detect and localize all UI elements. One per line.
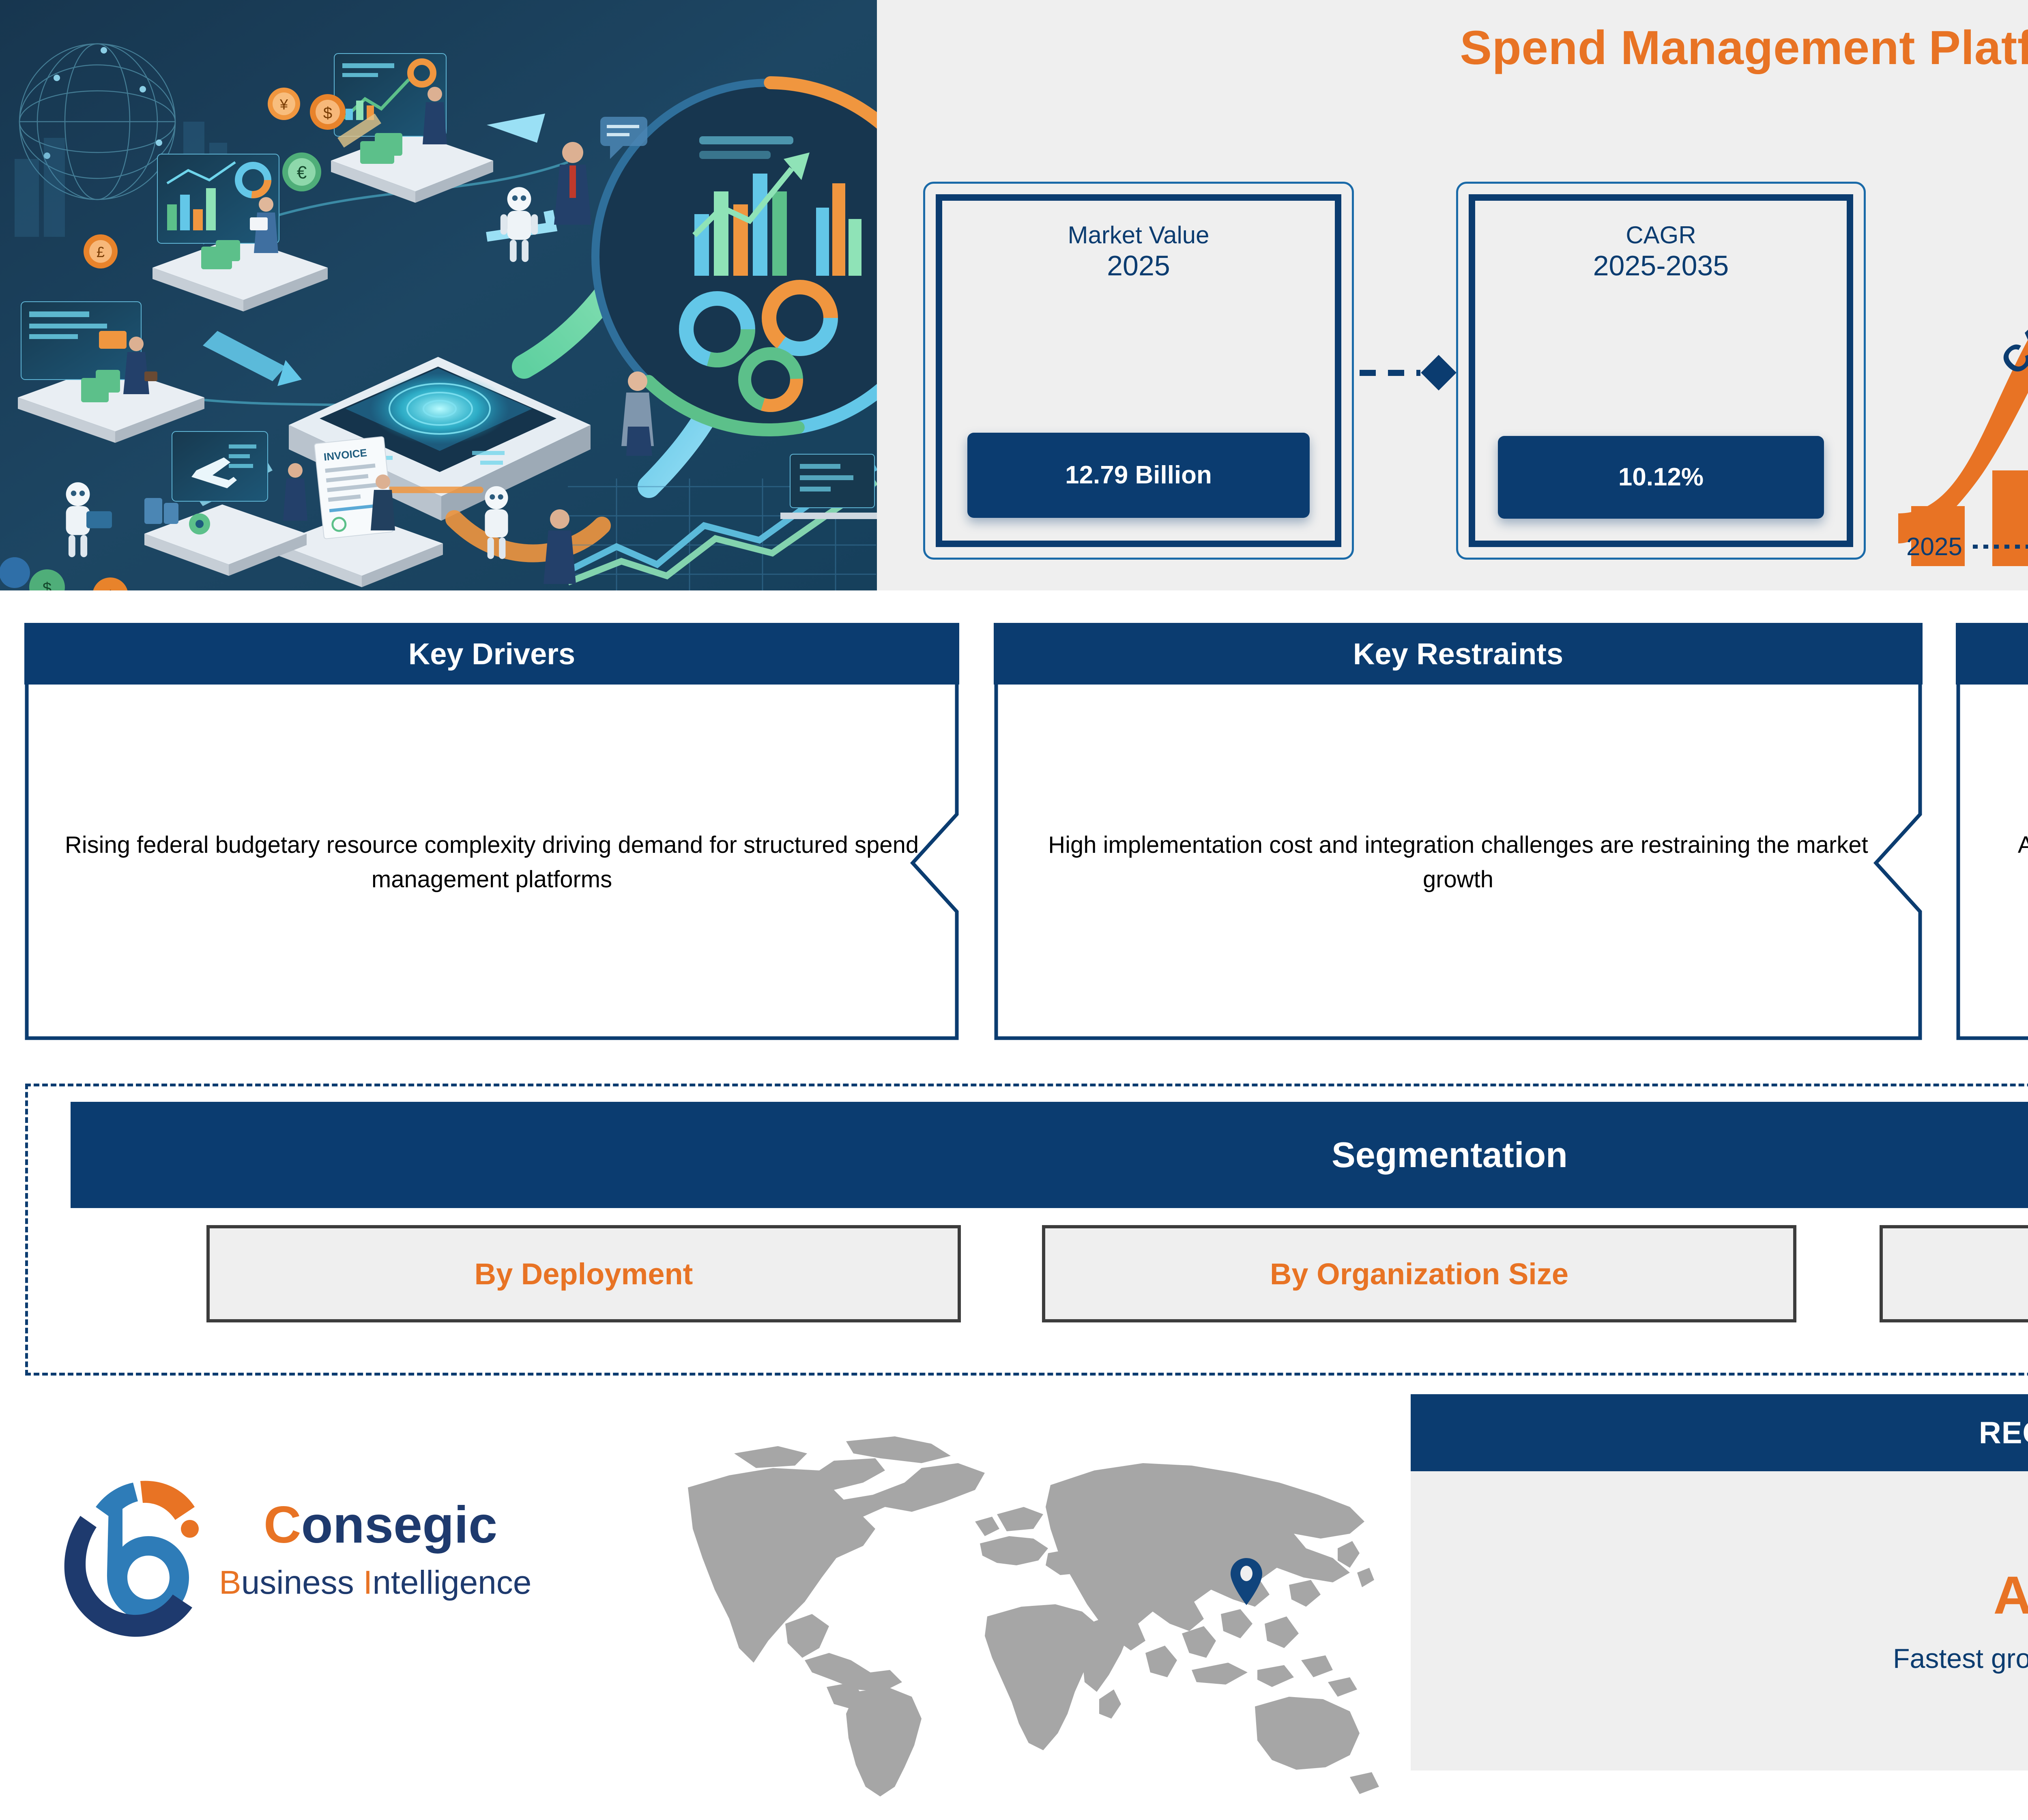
svg-text:$: $ — [323, 104, 332, 122]
card-key-restraints: Key Restraints High implementation cost … — [994, 623, 1923, 1041]
regional-subtitle: Fastest growth during the forecast perio… — [1893, 1643, 2028, 1674]
stat-year-text: 2025 — [1107, 249, 1170, 281]
card-body-key-drivers: Rising federal budgetary resource comple… — [24, 685, 959, 1041]
logo-tagline-i: I — [363, 1564, 373, 1601]
cagr-arrow-label: CAGR — [1993, 277, 2028, 383]
axis-start-year: 2025 — [1906, 532, 1962, 561]
hero-illustration: ¥ $ € £ $ $ ฿ $ — [0, 0, 877, 590]
cagr-growth-chart: CAGR — [1894, 187, 2028, 576]
connector-2025-to-cagr — [1360, 355, 1457, 391]
card-future-opportunities: Future Opportunities Adoption of AI-driv… — [1956, 623, 2028, 1041]
card-text: High implementation cost and integration… — [1048, 832, 1868, 893]
card-heading-key-drivers: Key Drivers — [24, 623, 959, 685]
axis-arrow — [1972, 541, 2028, 553]
card-heading-future-opportunities: Future Opportunities — [1956, 623, 2028, 685]
stat-label-text: CAGR — [1626, 221, 1696, 249]
page-title: Spend Management Platform Market — [1460, 21, 2028, 75]
stat-card-inner: CAGR 2025-2035 10.12% — [1469, 194, 1853, 547]
world-map — [661, 1432, 1403, 1809]
svg-text:Consegic: Consegic — [264, 1496, 497, 1554]
stat-value-2025: 12.79 Billion — [967, 433, 1310, 518]
top-band: ¥ $ € £ $ $ ฿ $ — [0, 0, 2028, 590]
segmentation-item-by-organization-size[interactable]: By Organization Size — [1042, 1225, 1796, 1322]
diamond-icon — [1421, 355, 1457, 391]
logo-name-part2: onsegic — [301, 1496, 497, 1554]
logo-name-part1: C — [264, 1496, 301, 1554]
stat-card-inner: Market Value 2025 12.79 Billion — [936, 194, 1341, 547]
segmentation-item-by-deployment[interactable]: By Deployment — [206, 1225, 961, 1322]
svg-text:$: $ — [43, 579, 52, 590]
stat-value-cagr: 10.12% — [1498, 436, 1824, 519]
map-pin-icon — [1229, 1557, 1264, 1606]
card-heading-key-restraints: Key Restraints — [994, 623, 1923, 685]
regional-analysis-body: Asia Pacific Fastest growth during the f… — [1411, 1471, 2028, 1771]
regional-analysis-panel: REGIONAL ANALYSIS Asia Pacific Fastest g… — [1411, 1394, 2028, 1771]
stat-label-2025: Market Value 2025 — [1068, 221, 1209, 282]
svg-text:Business Intelligence: Business Intelligence — [219, 1564, 531, 1601]
card-body-future-opportunities: Adoption of AI-driven spend analytics an… — [1956, 685, 2028, 1041]
segmentation-heading: Segmentation — [71, 1102, 2028, 1208]
card-body-key-restraints: High implementation cost and integration… — [994, 685, 1923, 1041]
axis-dotted-line — [1972, 545, 2028, 549]
timeline-axis: 2025 2035 — [1906, 527, 2028, 566]
stat-year-text: 2025-2035 — [1593, 249, 1729, 281]
logo-tagline-b: B — [219, 1564, 241, 1601]
dashed-line — [1360, 369, 1420, 376]
stat-card-market-value-2025: Market Value 2025 12.79 Billion — [923, 182, 1354, 560]
card-text: Adoption of AI-driven spend analytics an… — [2017, 832, 2028, 858]
segmentation-items: By Deployment By Organization Size By Ap… — [71, 1223, 2028, 1324]
card-text: Rising federal budgetary resource comple… — [64, 832, 919, 893]
consegic-logo: Consegic Business Intelligence — [61, 1468, 600, 1642]
regional-analysis-heading: REGIONAL ANALYSIS — [1411, 1394, 2028, 1471]
svg-text:£: £ — [97, 244, 105, 260]
stat-label-text: Market Value — [1068, 221, 1209, 249]
stat-label-cagr: CAGR 2025-2035 — [1593, 221, 1729, 282]
segmentation-section: Segmentation By Deployment By Organizati… — [25, 1084, 2028, 1376]
segmentation-item-by-application[interactable]: By Application — [1880, 1225, 2028, 1322]
svg-text:¥: ¥ — [279, 96, 288, 113]
svg-text:€: € — [297, 163, 307, 182]
svg-text:$: $ — [106, 588, 115, 590]
stat-card-cagr: CAGR 2025-2035 10.12% — [1456, 182, 1866, 560]
card-key-drivers: Key Drivers Rising federal budgetary res… — [24, 623, 959, 1041]
regional-region-name: Asia Pacific — [1993, 1565, 2028, 1625]
